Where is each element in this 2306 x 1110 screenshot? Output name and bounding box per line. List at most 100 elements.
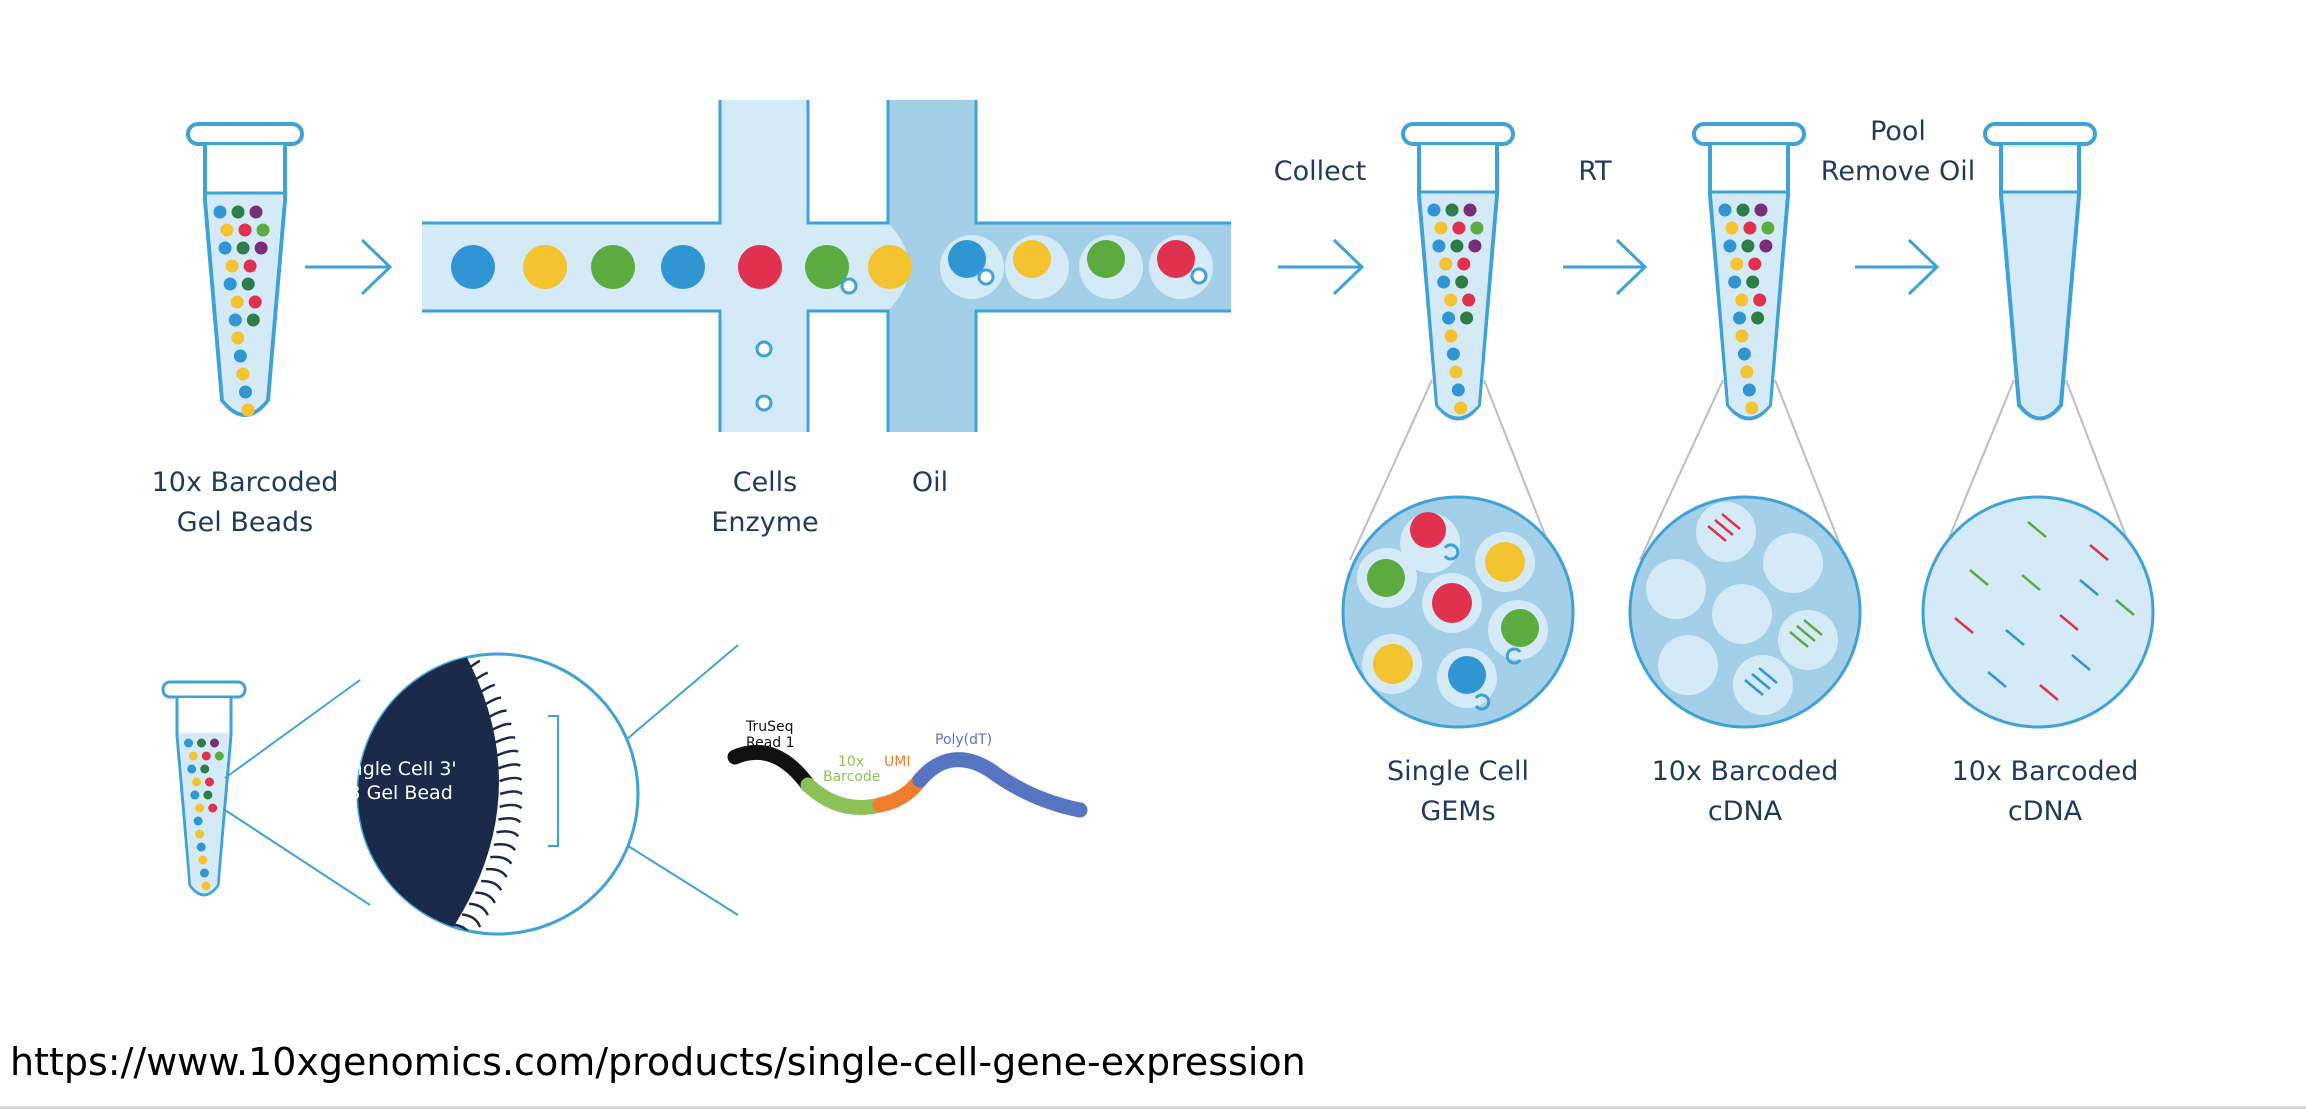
gel-bead [1087,240,1125,278]
bead [256,223,270,237]
bead [246,313,260,327]
oligo-strand [727,744,1088,818]
bead [1751,311,1765,325]
bead [196,842,206,852]
bead [1444,329,1458,343]
gel-bead [868,245,912,289]
bead [1733,311,1747,325]
oligo-truseq-label-1: TruSeq [745,719,794,735]
bead [198,855,208,865]
bead [218,241,232,255]
bead [1748,257,1762,271]
oligo-bristle [437,944,452,960]
oligo-bristle [454,923,473,934]
oligo-bristle [493,736,516,745]
bead [249,205,263,219]
oligo-bristle [374,581,383,601]
bead [243,259,257,273]
bead [1450,239,1464,253]
pooled-cdna-zoom-circle [1921,495,2155,729]
oligo-bristle [495,749,519,757]
oligo-bristle [407,602,419,620]
bead [236,367,250,381]
oligo-barcode-label-1: 10x [838,754,864,770]
bead [1442,311,1456,325]
bead [1754,203,1768,217]
bead [201,881,211,891]
bead [193,816,203,826]
arrow-right-icon [1563,238,1648,296]
bead [239,385,252,399]
bead [1437,275,1451,289]
oligo-bristle [480,696,502,708]
bead [1457,257,1471,271]
bead [203,790,213,800]
bead [1718,203,1732,217]
oligo-bristle [499,776,523,783]
bead [1449,365,1463,379]
oligo-bristle [486,867,508,878]
bead [241,277,255,291]
bead [1444,293,1458,307]
oligo-bristle [407,968,419,986]
bottom-divider [0,1106,2306,1109]
oligo-barcode-label-2: Barcode [823,769,880,785]
bead [190,790,200,800]
oligo-bristle [485,709,507,720]
rt-label: RT [1578,156,1612,187]
bead [1728,275,1742,289]
oligo-bristle [493,843,517,851]
oligo-bristle [428,619,442,636]
bead [1445,203,1459,217]
gel-bead [661,245,705,289]
gems-zoom-circle [1341,495,1575,729]
bead [1730,257,1744,271]
pooled-tube [1983,122,2097,421]
oligo-bristle [499,803,523,810]
oligo-bristle [418,961,431,979]
cell [840,277,858,295]
oligo-bristle [497,763,521,770]
collect-label: Collect [1273,156,1367,187]
oligo-bristle [445,654,464,655]
bead [1452,221,1466,235]
oligo-bristle [385,587,395,607]
microfluidic-chip [422,100,1231,432]
oligo-bristle [499,790,523,796]
bead [210,738,219,748]
oligo-bristle [461,913,482,928]
bead [213,205,227,219]
bead [1432,239,1446,253]
bead [223,277,237,291]
gel-bead-inner-label: Single Cell 3'v3 Gel Bead [333,758,457,804]
oligo-truseq-label-2: Read 1 [746,735,795,751]
bead [1463,203,1477,217]
bead [188,751,198,761]
bead [254,241,268,255]
bead [1742,383,1756,397]
oligo-bristle [489,722,512,732]
oligo-bristle [468,671,489,686]
bead [195,829,205,839]
bead [1737,347,1751,361]
bead [1759,239,1773,253]
bead [199,868,209,878]
gel-bead-tube [186,122,304,417]
bead [1725,221,1739,235]
cdna-tube [1692,122,1806,421]
oligo-bristle [474,683,495,697]
bead [1761,221,1775,235]
bead [236,241,250,255]
cell [977,268,995,286]
bead [241,403,255,417]
oligo-bristle [397,975,408,994]
bead [1741,239,1755,253]
bead [1735,293,1749,307]
source-url: https://www.10xgenomics.com/products/sin… [10,1040,1306,1084]
bead [184,738,193,748]
